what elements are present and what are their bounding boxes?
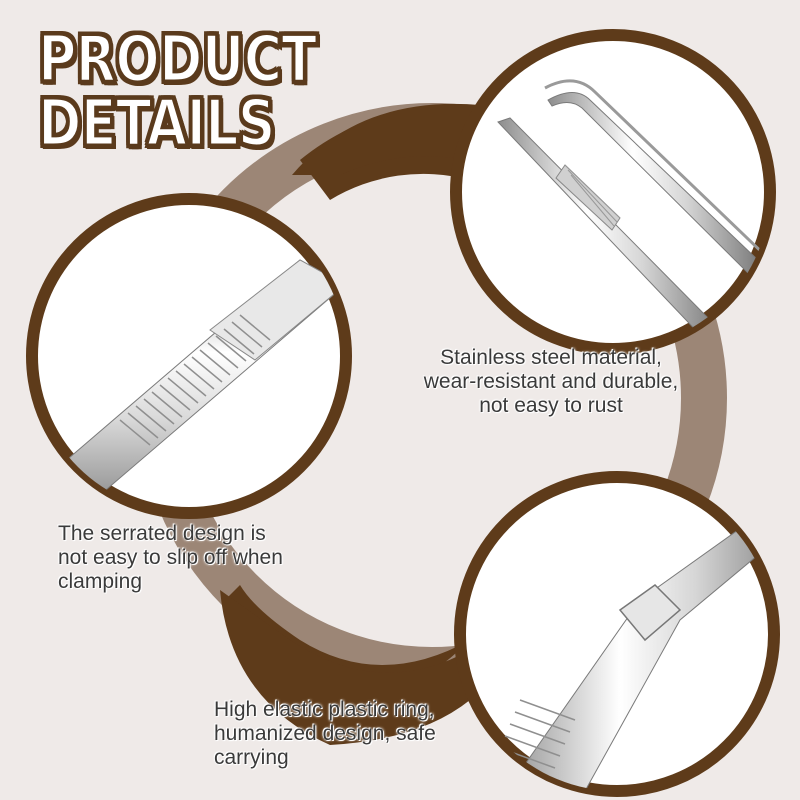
title-line-2: DETAILS (37, 87, 277, 161)
caption-line: Stainless steel material, (440, 346, 662, 369)
title-line-1: PRODUCT (37, 23, 319, 97)
detail-circle-ring (454, 471, 780, 797)
caption-line: wear-resistant and durable, (423, 370, 679, 393)
caption-line: not easy to slip off when (58, 546, 283, 569)
caption-line: clamping (58, 570, 143, 593)
caption-serrated: The serrated design is not easy to slip … (58, 522, 348, 594)
caption-line: humanized design, safe (214, 722, 436, 745)
caption-line: not easy to rust (479, 394, 623, 417)
detail-circle-serrated (26, 193, 352, 519)
caption-steel: Stainless steel material, wear-resistant… (386, 346, 716, 418)
caption-line: High elastic plastic ring, (214, 698, 435, 721)
caption-ring: High elastic plastic ring, humanized des… (214, 698, 504, 770)
tweezer-tips-icon (497, 79, 770, 341)
plastic-ring-icon (499, 499, 774, 791)
caption-line: carrying (214, 746, 289, 769)
caption-line: The serrated design is (58, 522, 266, 545)
detail-circle-steel (450, 29, 776, 355)
ring-dark-arc-bottom-fill (220, 590, 470, 745)
